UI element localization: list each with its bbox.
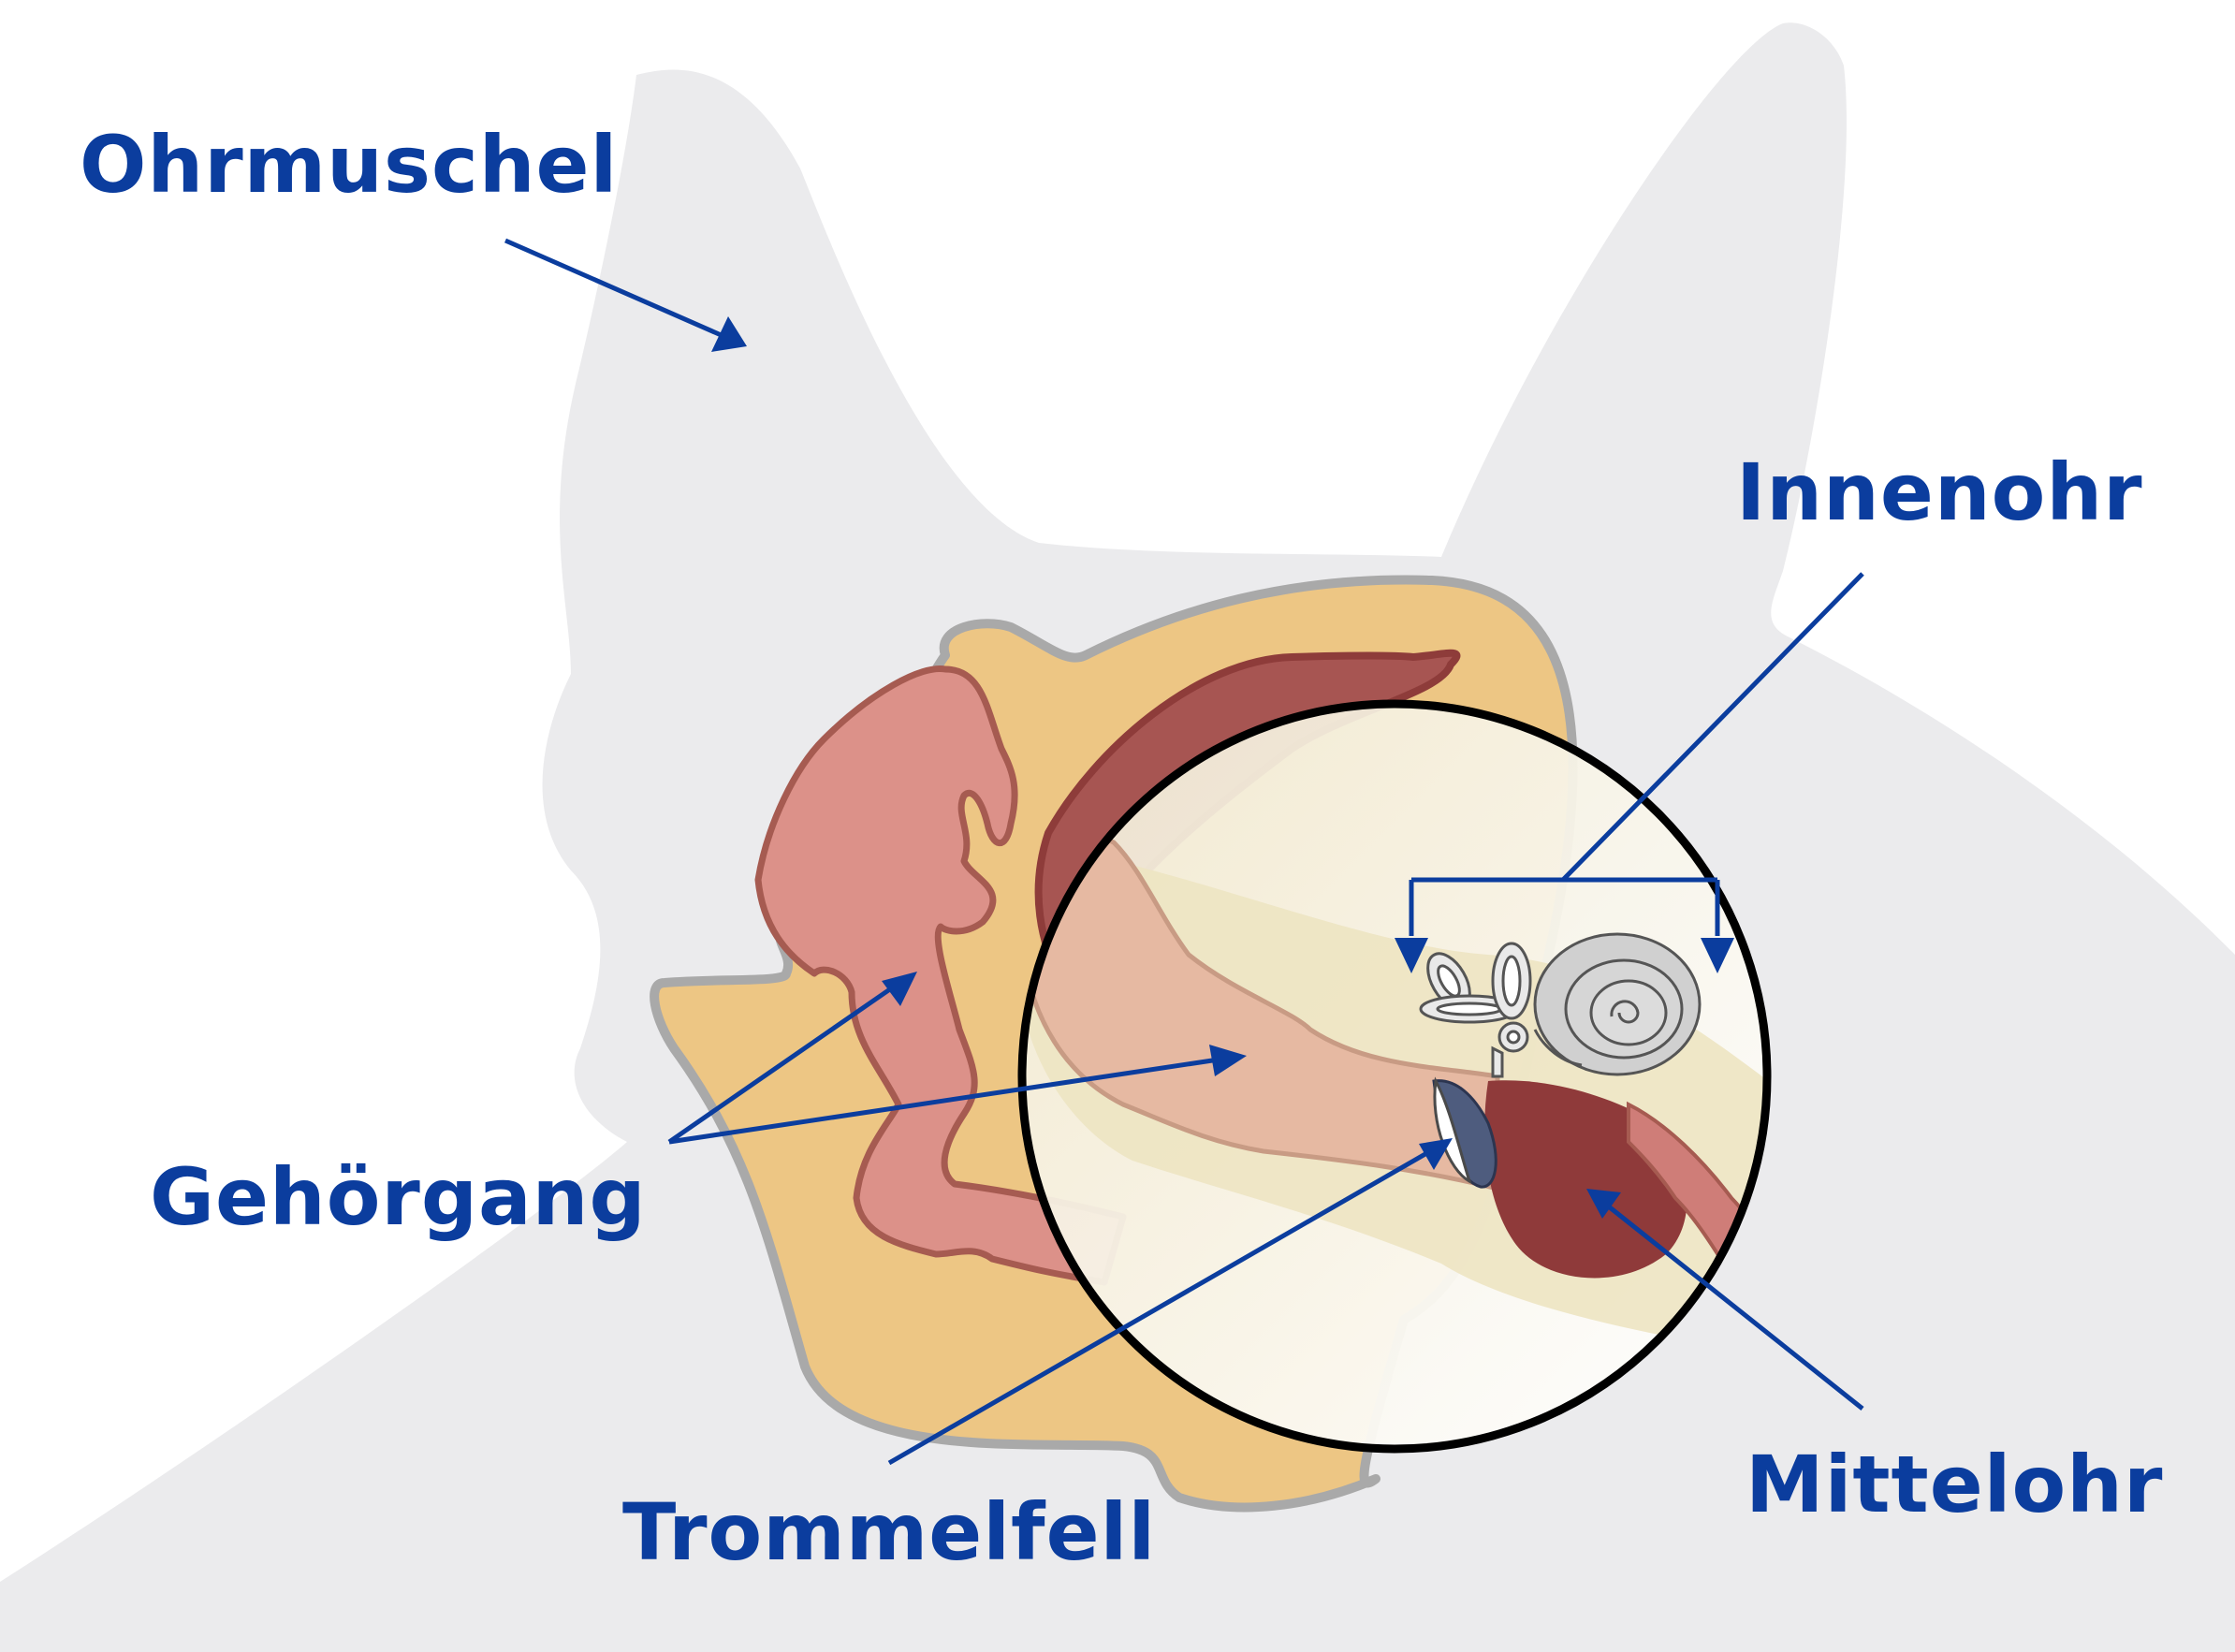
pointer-gehoergang bbox=[667, 972, 1247, 1145]
malleus-icon bbox=[1433, 1076, 1472, 1185]
pointer-ohrmuschel bbox=[504, 238, 747, 352]
label-innenohr: Innenohr bbox=[1736, 446, 2143, 538]
magnifier-circle-icon bbox=[1017, 699, 1772, 1454]
label-ohrmuschel: Ohrmuschel bbox=[80, 119, 618, 211]
cochlea-icon bbox=[1533, 932, 1702, 1076]
label-trommelfell: Trommelfell bbox=[622, 1486, 1156, 1578]
pointer-trommelfell bbox=[887, 1138, 1453, 1466]
ear-canal-outer bbox=[754, 665, 1127, 1286]
label-gehoergang: Gehörgang bbox=[150, 1151, 647, 1243]
pointer-mittelohr bbox=[1586, 1189, 1864, 1411]
label-mittelohr: Mittelohr bbox=[1746, 1439, 2163, 1530]
pointer-innenohr bbox=[1395, 572, 1864, 973]
magnified-ear-canal bbox=[1022, 836, 1500, 1192]
semicircular-canals-icon bbox=[1419, 942, 1532, 1078]
